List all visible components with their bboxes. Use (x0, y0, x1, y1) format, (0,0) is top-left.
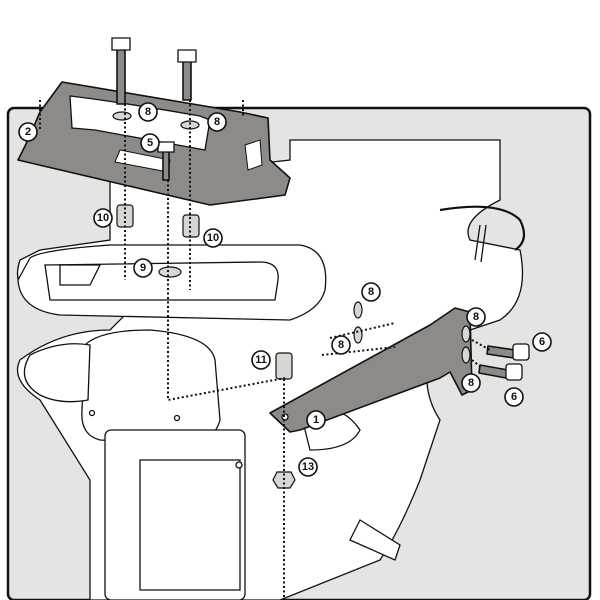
callout-8: 8 (138, 102, 158, 122)
svg-text:8: 8 (214, 116, 220, 128)
svg-text:1: 1 (313, 414, 319, 426)
svg-text:8: 8 (473, 311, 479, 323)
callout-13: 13 (298, 457, 318, 477)
callout-8: 8 (361, 282, 381, 302)
callout-5: 5 (140, 133, 160, 153)
svg-text:6: 6 (511, 391, 517, 403)
callout-8: 8 (207, 112, 227, 132)
callout-1: 1 (306, 410, 326, 430)
callout-6: 6 (504, 387, 524, 407)
callout-8: 8 (461, 373, 481, 393)
svg-text:13: 13 (302, 461, 314, 473)
callout-8: 8 (331, 335, 351, 355)
svg-text:9: 9 (140, 262, 146, 274)
callout-10: 10 (93, 208, 113, 228)
svg-text:8: 8 (338, 339, 344, 351)
svg-text:11: 11 (255, 354, 267, 366)
callout-9: 9 (133, 258, 153, 278)
callout-6: 6 (532, 332, 552, 352)
svg-text:8: 8 (368, 286, 374, 298)
motorcycle-body (16, 139, 526, 600)
callout-2: 2 (18, 122, 38, 142)
svg-text:5: 5 (147, 137, 153, 149)
svg-text:8: 8 (145, 106, 151, 118)
callout-8: 8 (466, 307, 486, 327)
svg-text:8: 8 (468, 377, 474, 389)
svg-text:6: 6 (539, 336, 545, 348)
svg-text:10: 10 (207, 232, 219, 244)
svg-text:2: 2 (25, 126, 31, 138)
svg-text:10: 10 (97, 212, 109, 224)
callout-11: 11 (251, 350, 271, 370)
bolts (111, 37, 530, 381)
side-bracket-part-1 (269, 307, 473, 433)
guide-lines (39, 100, 491, 600)
callout-10: 10 (203, 228, 223, 248)
